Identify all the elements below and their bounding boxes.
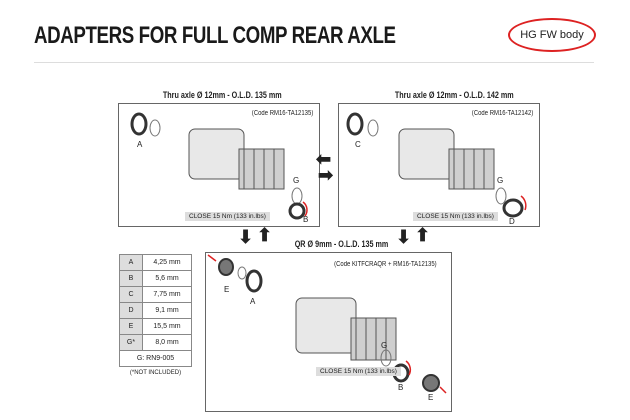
torque-label: CLOSE 15 Nm (133 in.lbs)	[316, 367, 401, 376]
panel-thru-axle-135: (Code RM16-TA12135) A G B CLOSE 15 Nm (1…	[118, 103, 320, 227]
up-arrow-icon: ⬆	[257, 225, 273, 245]
hub-exploded-diagram	[346, 112, 527, 218]
row-value: 7,75 mm	[142, 286, 192, 303]
row-key: E	[119, 318, 143, 335]
part-label: G	[497, 176, 504, 185]
part-label: D	[509, 217, 515, 226]
part-label: A	[250, 297, 256, 306]
part-label: C	[355, 140, 361, 149]
hub-exploded-diagram	[207, 254, 447, 394]
row-value: 4,25 mm	[142, 254, 192, 271]
annotation-text: HG FW body	[520, 29, 584, 41]
panel-code: (Code KITFCRAQR + RM16-TA12135)	[334, 261, 437, 268]
panel-qr-135: (Code KITFCRAQR + RM16-TA12135) E A G B …	[205, 252, 452, 412]
part-label: B	[398, 383, 404, 392]
page-title: ADAPTERS FOR FULL COMP REAR AXLE	[34, 22, 396, 49]
hub-exploded-diagram	[130, 112, 308, 220]
down-arrow-icon: ⬇	[238, 227, 254, 247]
row-key: B	[119, 270, 143, 287]
hg-fw-body-annotation: HG FW body	[508, 18, 596, 52]
row-key: C	[119, 286, 143, 303]
panel-heading-qr: QR Ø 9mm - O.L.D. 135 mm	[294, 239, 389, 249]
panel-code: (Code RM16-TA12142)	[471, 110, 533, 117]
part-label: B	[303, 215, 309, 224]
divider	[34, 62, 594, 63]
right-arrow-icon: ➡	[318, 165, 334, 185]
row-value: 8,0 mm	[142, 334, 192, 351]
part-label: G	[293, 176, 300, 185]
table-row: G: RN9-005	[119, 350, 192, 367]
torque-label: CLOSE 15 Nm (133 in.lbs)	[185, 212, 270, 221]
panel-thru-axle-142: (Code RM16-TA12142) C G D CLOSE 15 Nm (1…	[338, 103, 540, 227]
table-row: G*8,0 mm	[119, 334, 192, 351]
left-arrow-icon: ⬅	[316, 149, 332, 169]
panel-heading-135: Thru axle Ø 12mm - O.L.D. 135 mm	[162, 90, 282, 100]
torque-label: CLOSE 15 Nm (133 in.lbs)	[413, 212, 498, 221]
down-arrow-icon: ⬇	[396, 227, 412, 247]
up-arrow-icon: ⬆	[415, 225, 431, 245]
table-footer: G: RN9-005	[119, 350, 192, 367]
row-key: G*	[119, 334, 143, 351]
table-note: (*NOT INCLUDED)	[129, 370, 182, 376]
part-label: E	[428, 393, 434, 402]
panel-code: (Code RM16-TA12135)	[251, 110, 313, 117]
row-key: D	[119, 302, 143, 319]
row-key: A	[119, 254, 143, 271]
panel-heading-142: Thru axle Ø 12mm - O.L.D. 142 mm	[394, 90, 514, 100]
part-label: G	[381, 341, 388, 350]
part-label: E	[224, 285, 230, 294]
row-value: 5,6 mm	[142, 270, 192, 287]
part-label: A	[137, 140, 143, 149]
row-value: 15,5 mm	[142, 318, 192, 335]
row-value: 9,1 mm	[142, 302, 192, 319]
